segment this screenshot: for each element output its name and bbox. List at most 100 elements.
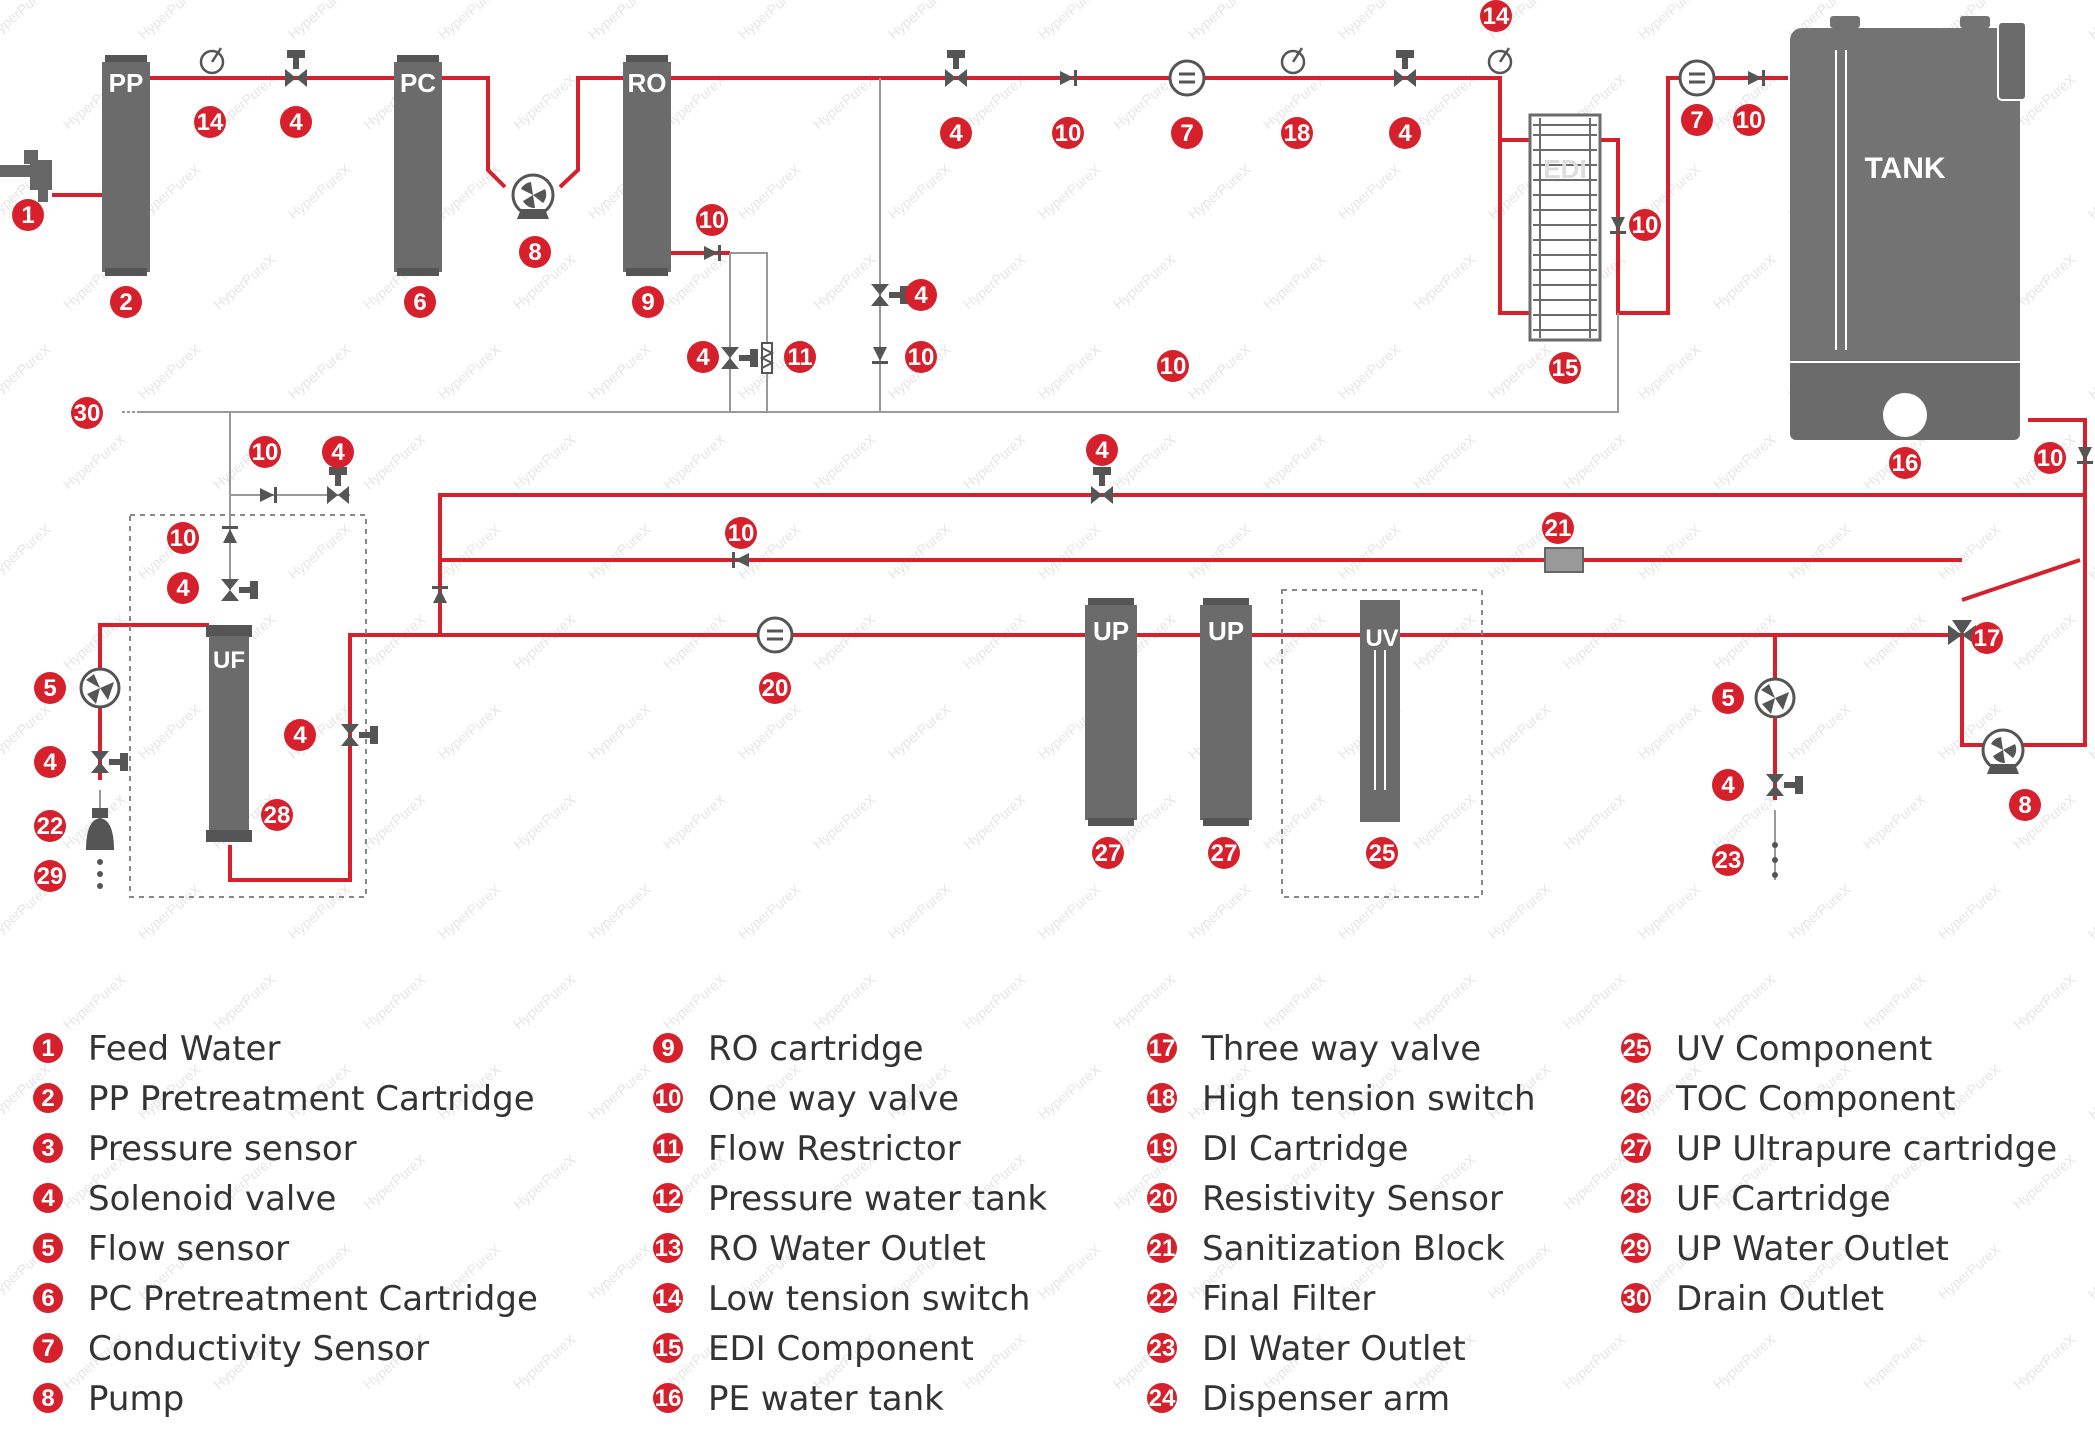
watermark-text: HyperPureX xyxy=(510,1331,579,1393)
one-way-valve-icon xyxy=(872,347,888,364)
watermark-text: HyperPureX xyxy=(1335,0,1404,42)
watermark-text: HyperPureX xyxy=(435,0,504,42)
pe-water-tank: TANK xyxy=(1790,16,2027,440)
watermark-text: HyperPureX xyxy=(1035,341,1104,403)
legend-number: 26 xyxy=(1623,1085,1650,1112)
watermark-text: HyperPureX xyxy=(1710,791,1779,853)
watermark-text: HyperPureX xyxy=(135,0,204,42)
watermark-text: HyperPureX xyxy=(885,881,954,943)
callout-number: 10 xyxy=(252,439,279,466)
watermark-text: HyperPureX xyxy=(1185,881,1254,943)
solenoid-valve-icon xyxy=(945,50,967,87)
legend-label: UF Cartridge xyxy=(1676,1179,1891,1219)
legend-label: Conductivity Sensor xyxy=(88,1329,429,1369)
callout-badge: 4 xyxy=(284,719,316,751)
watermark-text: HyperPureX xyxy=(810,431,879,493)
uv-module-box xyxy=(1281,589,1483,898)
legend-number: 24 xyxy=(1149,1385,1176,1412)
watermark-text: HyperPureX xyxy=(660,971,729,1033)
watermark-text: HyperPureX xyxy=(435,701,504,763)
watermark-text: HyperPureX xyxy=(885,161,954,223)
watermark-text: HyperPureX xyxy=(435,521,504,583)
watermark-text: HyperPureX xyxy=(1710,611,1779,673)
callout-number: 4 xyxy=(43,749,57,776)
watermark-text: HyperPureX xyxy=(1785,701,1854,763)
legend-badge xyxy=(1621,1283,1651,1313)
watermark-text: HyperPureX xyxy=(585,881,654,943)
legend-number: 2 xyxy=(41,1085,54,1112)
watermark-text: HyperPureX xyxy=(1935,881,2004,943)
legend-badge xyxy=(1621,1033,1651,1063)
watermark-text: HyperPureX xyxy=(1860,791,1929,853)
callout-badge: 10 xyxy=(249,436,281,468)
callout-number: 5 xyxy=(1721,685,1734,712)
watermark-text: HyperPureX xyxy=(1110,971,1179,1033)
callout-badge: 11 xyxy=(784,341,816,373)
watermark-text: HyperPureX xyxy=(360,971,429,1033)
watermark-text: HyperPureX xyxy=(435,341,504,403)
callout-number: 6 xyxy=(413,289,426,316)
callout-number: 14 xyxy=(197,109,224,136)
watermark-text: HyperPureX xyxy=(2010,1331,2079,1393)
flow-sensor-icon xyxy=(79,667,121,709)
legend-number: 5 xyxy=(41,1235,54,1262)
legend-number: 6 xyxy=(41,1285,54,1312)
callout-number: 27 xyxy=(1211,840,1238,867)
callout-badge: 5 xyxy=(34,672,66,704)
legend-number: 11 xyxy=(655,1135,680,1162)
watermark-text: HyperPureX xyxy=(1335,341,1404,403)
watermark-text: HyperPureX xyxy=(960,431,1029,493)
pump-icon xyxy=(1981,728,2025,776)
uf-cartridge: UF xyxy=(206,625,252,842)
watermark-text: HyperPureX xyxy=(285,521,354,583)
watermark-text: HyperPureX xyxy=(1710,971,1779,1033)
callout-badge: 18 xyxy=(1281,117,1313,149)
callout-badge: 6 xyxy=(404,286,436,318)
callout-badge: 4 xyxy=(687,341,719,373)
watermark-text: HyperPureX xyxy=(135,701,204,763)
legend-label: Resistivity Sensor xyxy=(1202,1179,1503,1219)
watermark-text: HyperPureX xyxy=(1560,431,1629,493)
legend-badge xyxy=(1621,1183,1651,1213)
watermark-text: HyperPureX xyxy=(2085,161,2095,223)
callout-number: 4 xyxy=(176,575,190,602)
watermark-text: HyperPureX xyxy=(1035,1241,1104,1303)
legend-number: 29 xyxy=(1623,1235,1650,1262)
watermark-text: HyperPureX xyxy=(1035,0,1104,42)
watermark-text: HyperPureX xyxy=(510,71,579,133)
solenoid-valve-icon xyxy=(341,724,378,746)
legend-number: 9 xyxy=(661,1035,674,1062)
callout-badge: 10 xyxy=(905,341,937,373)
callout-number: 18 xyxy=(1284,120,1311,147)
solenoid-valve-icon xyxy=(327,467,349,504)
callout-badge: 16 xyxy=(1889,447,1921,479)
pressure-switch-icon xyxy=(1487,46,1513,75)
watermark-text: HyperPureX xyxy=(0,0,54,42)
watermark-text: HyperPureX xyxy=(735,701,804,763)
callout-badge: 29 xyxy=(34,860,66,892)
legend-badge xyxy=(33,1233,63,1263)
legend-label: Final Filter xyxy=(1202,1279,1375,1319)
callout-badge: 4 xyxy=(1389,117,1421,149)
watermark-text: HyperPureX xyxy=(1035,1061,1104,1123)
watermark-text: HyperPureX xyxy=(60,431,129,493)
watermark-text: HyperPureX xyxy=(2010,611,2079,673)
callout-number: 23 xyxy=(1715,847,1742,874)
watermark-text: HyperPureX xyxy=(1710,431,1779,493)
pipe-network xyxy=(52,76,2087,882)
watermark-text: HyperPureX xyxy=(810,251,879,313)
watermark-text: HyperPureX xyxy=(285,341,354,403)
watermark-text: HyperPureX xyxy=(360,791,429,853)
watermark-text: HyperPureX xyxy=(1035,881,1104,943)
watermark-text: HyperPureX xyxy=(1335,881,1404,943)
watermark-text: HyperPureX xyxy=(810,611,879,673)
callout-number: 4 xyxy=(949,120,963,147)
legend-label: DI Water Outlet xyxy=(1202,1329,1466,1369)
